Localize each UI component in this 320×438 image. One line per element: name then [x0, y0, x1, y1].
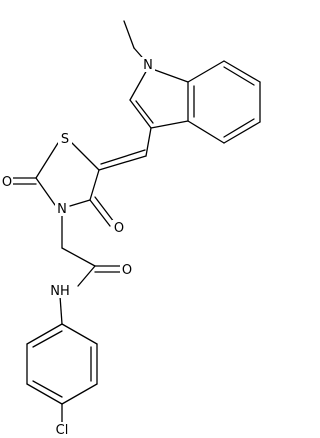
bond-c2-n3: [35, 177, 56, 206]
bond-c7a-n-indole: [154, 69, 189, 83]
atom-o-c2: O: [2, 175, 12, 190]
bond-c2-c3-indole-double: [135, 100, 154, 124]
bond-n-c2-indole: [129, 67, 149, 101]
atom-labels: N S O N O O NH Cl: [0, 57, 155, 438]
bond-nh-c1-aryl: [59, 295, 63, 325]
bond-n3-c4: [69, 199, 91, 207]
molecule-structure-diagram: N S O N O O NH Cl: [0, 20, 261, 438]
atom-o-amide: O: [122, 263, 132, 278]
bond-c4-c5: [89, 169, 100, 201]
bond-ar-c4-c5-double: [32, 380, 63, 398]
bond-c5-c4-double: [223, 118, 255, 138]
atom-cl: Cl: [56, 423, 69, 438]
bond-ar-c6-c1-double: [32, 330, 63, 348]
bond-c7a-c7: [187, 60, 225, 83]
bond-c3-ch: [145, 127, 152, 157]
atom-nh-amide: NH: [50, 284, 70, 299]
bond-ethyl-ch3-ch2: [123, 20, 135, 49]
atom-o-c4: O: [114, 221, 124, 236]
bond-c4-c3a: [187, 120, 225, 144]
bond-s-c2: [35, 142, 59, 179]
bond-c5-s: [71, 142, 100, 171]
bond-ar-c4-c5: [26, 383, 63, 405]
bond-c7-c6-double: [223, 66, 255, 86]
bond-c4-o-b: [94, 196, 115, 223]
bond-c5-c4: [223, 121, 261, 144]
bond-c4-o-a: [89, 199, 111, 227]
bond-c2-c3-indole: [129, 99, 152, 129]
atom-s-ring: S: [61, 132, 69, 147]
bond-ch-c5-double-b: [100, 149, 146, 165]
bond-ar-c1-c2: [61, 323, 98, 345]
atom-n-indole: N: [143, 58, 153, 73]
bond-c7-c6: [223, 60, 261, 83]
bond-ch-c5-double-a: [98, 155, 147, 171]
bond-c3-c3a-indole: [150, 120, 189, 129]
bond-ar-c6-c1: [26, 323, 63, 345]
bond-ar-c3-c4: [61, 383, 98, 405]
bond-co-nh: [77, 265, 96, 287]
atom-n-ring: N: [57, 202, 67, 217]
bond-ch2-co: [61, 247, 96, 267]
bonds: [12, 20, 261, 423]
